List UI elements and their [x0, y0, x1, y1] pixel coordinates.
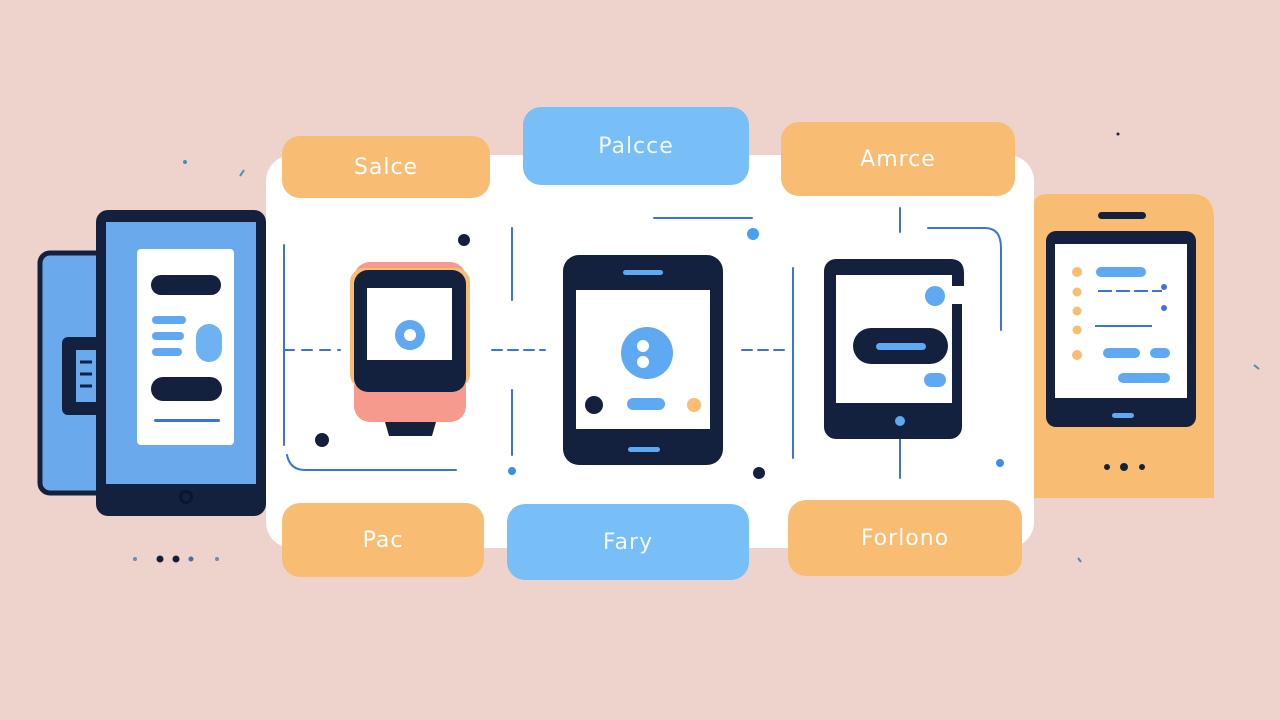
node-dot — [996, 459, 1004, 467]
sparkle — [1077, 557, 1082, 563]
node-dot — [188, 556, 194, 562]
label-top-left: Salce — [282, 136, 490, 198]
node-dot — [315, 433, 329, 447]
sparkle — [1253, 364, 1260, 370]
label-bottom-left: Pac — [282, 503, 484, 577]
connector-line — [286, 454, 457, 471]
label-top-right: Amrce — [781, 122, 1015, 196]
label-bottom-right: Forlono — [788, 500, 1022, 576]
node-dot — [508, 467, 516, 475]
node-dot — [753, 467, 765, 479]
node-dot — [156, 555, 164, 563]
node-dot — [458, 234, 470, 246]
smartphone-icon — [563, 255, 723, 465]
phone-icon — [1034, 194, 1214, 498]
connector-line — [927, 227, 1002, 331]
label-bottom-center: Fary — [507, 504, 749, 580]
node-dot — [215, 557, 219, 561]
node-dot — [133, 557, 137, 561]
node-dot — [747, 228, 759, 240]
node-dot — [1116, 132, 1120, 136]
node-dots — [133, 132, 1260, 563]
node-dot — [183, 160, 187, 164]
label-top-center: Palcce — [523, 107, 749, 185]
monitor-icon — [824, 259, 964, 439]
node-dot — [172, 555, 180, 563]
connector-lines — [283, 207, 1002, 479]
tablet-icon — [37, 210, 266, 516]
sparkle — [239, 169, 245, 177]
smartwatch-icon — [350, 262, 470, 436]
